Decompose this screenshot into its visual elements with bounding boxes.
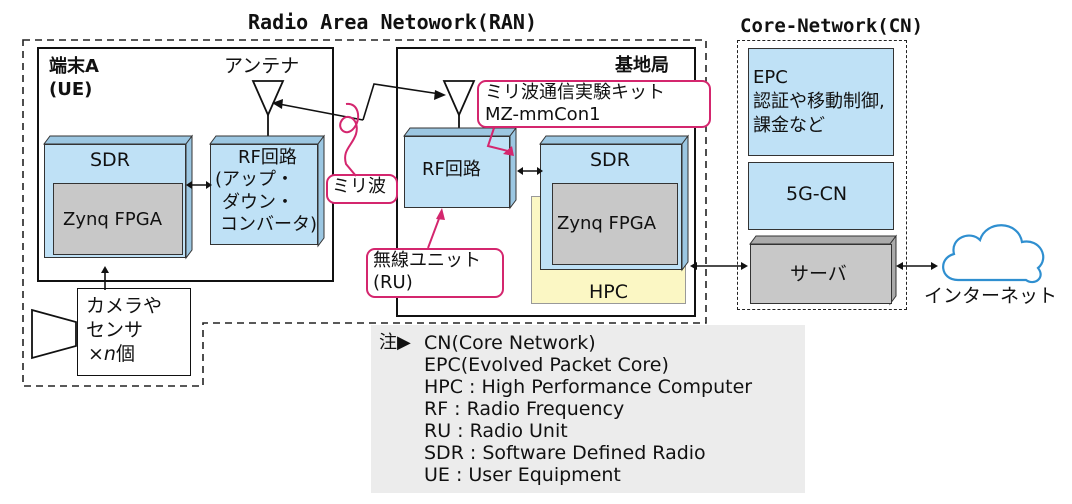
notes-line: HPC : High Performance Computer bbox=[424, 376, 753, 398]
bs-rf-block bbox=[404, 136, 510, 208]
notes-line: EPC(Evolved Packet Core) bbox=[424, 354, 669, 376]
ru-callout bbox=[366, 248, 504, 298]
internet-cloud-icon bbox=[942, 224, 1045, 284]
mmwave-label: ミリ波 bbox=[332, 176, 386, 197]
epc-label-2: 認証や移動制御, bbox=[753, 91, 885, 112]
cn-boundary bbox=[737, 40, 907, 310]
ue-fpga-label: Zynq FPGA bbox=[63, 209, 163, 230]
camera-icon bbox=[31, 308, 77, 360]
ue-sdr-label: SDR bbox=[90, 149, 130, 171]
ru-callout-pointer-head bbox=[436, 208, 445, 220]
camera-label-2: センサ bbox=[86, 319, 144, 341]
server-label: サーバ bbox=[790, 263, 847, 285]
internet-label: インターネット bbox=[924, 285, 1058, 307]
kit-callout-pointer bbox=[486, 127, 513, 153]
antenna-link-head-right bbox=[434, 90, 446, 100]
ue-title: 端末A bbox=[49, 56, 99, 77]
cn5g-block bbox=[748, 162, 894, 230]
camera-label-3: ×n個 bbox=[88, 344, 135, 365]
ue-sdr-rf-arrow bbox=[186, 181, 212, 189]
camera-unit: 個 bbox=[115, 343, 135, 365]
ue-fpga-block bbox=[53, 183, 183, 255]
camera-count-var: n bbox=[103, 343, 116, 365]
bs-rf-3d-edge bbox=[403, 126, 517, 210]
ru-callout-line1: 無線ユニット bbox=[373, 250, 481, 271]
mmwave-spiral bbox=[339, 102, 360, 177]
mmwave-callout bbox=[326, 174, 398, 204]
ru-callout-line2: (RU) bbox=[373, 272, 413, 293]
ru-callout-pointer bbox=[427, 215, 441, 249]
antenna-link-head-left bbox=[272, 99, 283, 109]
server-block bbox=[750, 244, 892, 304]
bs-rf-label: RF回路 bbox=[422, 159, 481, 180]
epc-label-3: 課金など bbox=[753, 115, 825, 136]
notes-line: CN(Core Network) bbox=[424, 332, 596, 354]
ue-rf-label-3: ダウン・ bbox=[222, 192, 294, 213]
camera-times: × bbox=[88, 343, 104, 365]
base-station-title: 基地局 bbox=[615, 55, 669, 76]
ue-rf-label-1: RF回路 bbox=[238, 147, 297, 168]
epc-block bbox=[748, 48, 894, 156]
kit-callout bbox=[477, 80, 711, 128]
ue-rf-3d-edge bbox=[209, 134, 325, 248]
cn5g-label: 5G-CN bbox=[786, 183, 848, 205]
notes-box bbox=[371, 325, 805, 493]
server-3d-edge bbox=[749, 234, 897, 306]
kit-callout-line2: MZ-mmCon1 bbox=[485, 104, 601, 125]
bs-fpga-block bbox=[552, 183, 678, 265]
camera-to-ue-arrow bbox=[101, 266, 109, 290]
ue-antenna-label: アンテナ bbox=[224, 55, 300, 77]
camera-sensor-box bbox=[77, 288, 191, 376]
cn-title: Core-Network(CN) bbox=[740, 15, 924, 37]
ue-antenna-icon bbox=[251, 80, 285, 137]
antenna-link-zigzag bbox=[362, 83, 441, 121]
notes-heading: 注▶ bbox=[379, 332, 411, 353]
ue-rf-label-4: コンバータ) bbox=[220, 214, 318, 235]
notes-line: UE : User Equipment bbox=[424, 464, 621, 486]
notes-line: SDR : Software Defined Radio bbox=[424, 442, 706, 464]
bs-sdr-label: SDR bbox=[590, 149, 630, 171]
camera-label-1: カメラや bbox=[86, 295, 163, 317]
kit-callout-line1: ミリ波通信実験キット bbox=[485, 82, 665, 103]
ue-rf-block bbox=[210, 144, 318, 245]
ue-sdr-3d-edge bbox=[43, 134, 193, 260]
epc-label-1: EPC bbox=[753, 67, 788, 88]
notes-line: RF : Radio Frequency bbox=[424, 398, 625, 420]
ue-rf-label-2: (アップ・ bbox=[215, 169, 295, 190]
bs-fpga-label: Zynq FPGA bbox=[557, 213, 657, 234]
ran-title: Radio Area Netowork(RAN) bbox=[248, 10, 537, 34]
bs-rf-sdr-arrow bbox=[517, 167, 543, 175]
kit-callout-pointer-head bbox=[503, 146, 514, 156]
ue-subtitle: (UE) bbox=[49, 79, 93, 100]
notes-line: RU : Radio Unit bbox=[424, 420, 568, 442]
hpc-label: HPC bbox=[589, 281, 629, 303]
